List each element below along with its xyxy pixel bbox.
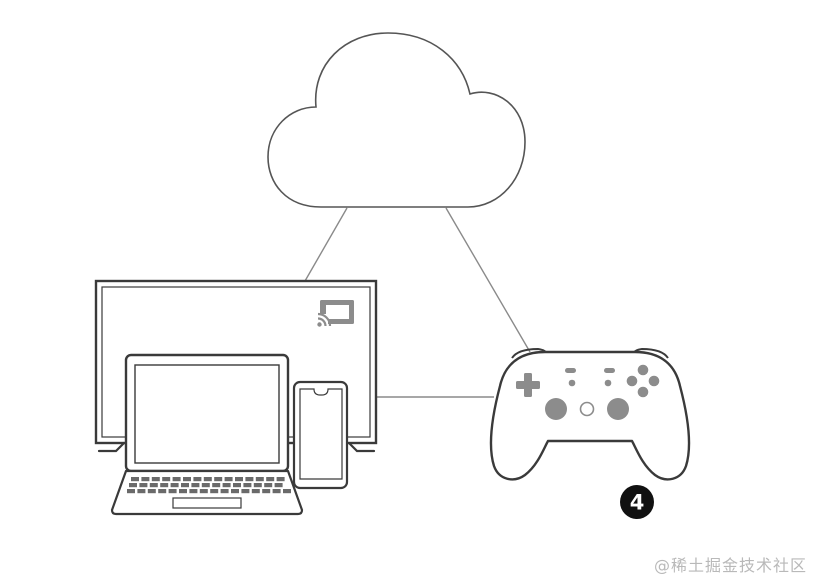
connector-lines [304,207,531,398]
laptop-key [266,477,275,482]
laptop-key [214,477,223,482]
connector-cloud-to-tv [304,207,348,282]
laptop-key [220,489,229,494]
laptop-key [183,477,191,482]
step-badge-label: 4 [630,491,645,515]
laptop-key [181,483,189,488]
gamepad-icon [489,347,691,481]
tv-left-foot [97,441,126,453]
laptop-key [276,477,285,482]
face-buttons-icon [626,364,660,398]
laptop-key [179,489,187,494]
laptop-key [129,483,137,488]
laptop-key [251,489,260,494]
laptop-key [224,477,233,482]
laptop-key [262,489,271,494]
cloud-icon [267,32,526,208]
laptop-key [139,483,148,488]
laptop-touchpad [172,497,242,509]
tv-right-foot [347,441,376,453]
right-thumbstick-icon [607,398,629,420]
controller-body [489,350,691,481]
home-button-icon [579,401,595,417]
laptop-key [199,489,208,494]
laptop-key [147,489,156,494]
laptop-key [193,477,202,482]
controller-options-button [604,368,615,373]
laptop-keyboard [127,477,291,494]
laptop-screen [134,364,280,464]
laptop-key [241,489,250,494]
laptop-key [172,477,181,482]
laptop-key [272,489,281,494]
laptop-key [274,483,283,488]
laptop-key [160,483,169,488]
dpad-icon [516,373,540,397]
laptop-key [131,477,139,482]
laptop-key [168,489,177,494]
laptop-key [243,483,252,488]
watermark: @稀土掘金技术社区 [653,556,807,575]
smartphone-icon [292,380,349,490]
cast-icon [316,300,354,327]
laptop-key [203,477,212,482]
laptop-key [253,483,262,488]
controller-small-button-left [568,379,576,387]
step-badge: 4 [620,485,654,519]
laptop-key [255,477,264,482]
laptop-key [189,489,198,494]
laptop-key [233,483,241,488]
laptop-key [141,477,150,482]
laptop-key [191,483,200,488]
laptop-key [222,483,231,488]
laptop-key [158,489,167,494]
laptop-key [231,489,239,494]
controller-menu-button [565,368,576,373]
laptop-key [162,477,171,482]
laptop-key [212,483,221,488]
phone-screen [299,388,343,480]
laptop-key [137,489,146,494]
controller-small-button-right [604,379,612,387]
laptop-key [245,477,254,482]
laptop-key [151,477,160,482]
laptop-key [264,483,273,488]
laptop-key [170,483,179,488]
laptop-key [235,477,243,482]
connector-cloud-to-controller [445,207,531,353]
laptop-key [149,483,158,488]
laptop-key [127,489,135,494]
laptop-key [210,489,219,494]
laptop-key [201,483,210,488]
left-thumbstick-icon [545,398,567,420]
laptop-icon [110,353,304,516]
laptop-key [283,489,291,494]
